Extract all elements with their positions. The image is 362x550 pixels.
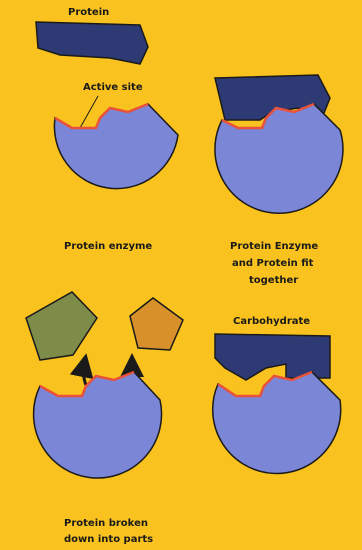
broken-label-line1: Protein broken bbox=[64, 518, 148, 529]
protein-enzyme-label: Protein enzyme bbox=[64, 241, 152, 252]
fragment-orange bbox=[130, 298, 183, 350]
fit-label-line3: together bbox=[249, 275, 298, 286]
curved-arrow-icon bbox=[83, 365, 86, 385]
fit-label-line1: Protein Enzyme bbox=[230, 241, 318, 252]
protein-shape bbox=[36, 22, 148, 64]
broken-label-line2: down into parts bbox=[64, 534, 153, 545]
enzyme-3 bbox=[34, 372, 162, 478]
active-site-label: Active site bbox=[83, 82, 143, 93]
fragment-green bbox=[26, 292, 97, 360]
carbohydrate-label: Carbohydrate bbox=[233, 316, 310, 327]
enzyme-4 bbox=[213, 372, 341, 473]
active-site-pointer bbox=[80, 96, 98, 128]
fit-label-line2: and Protein fit bbox=[232, 258, 314, 269]
protein-label: Protein bbox=[68, 7, 109, 18]
enzyme-1 bbox=[54, 104, 178, 189]
